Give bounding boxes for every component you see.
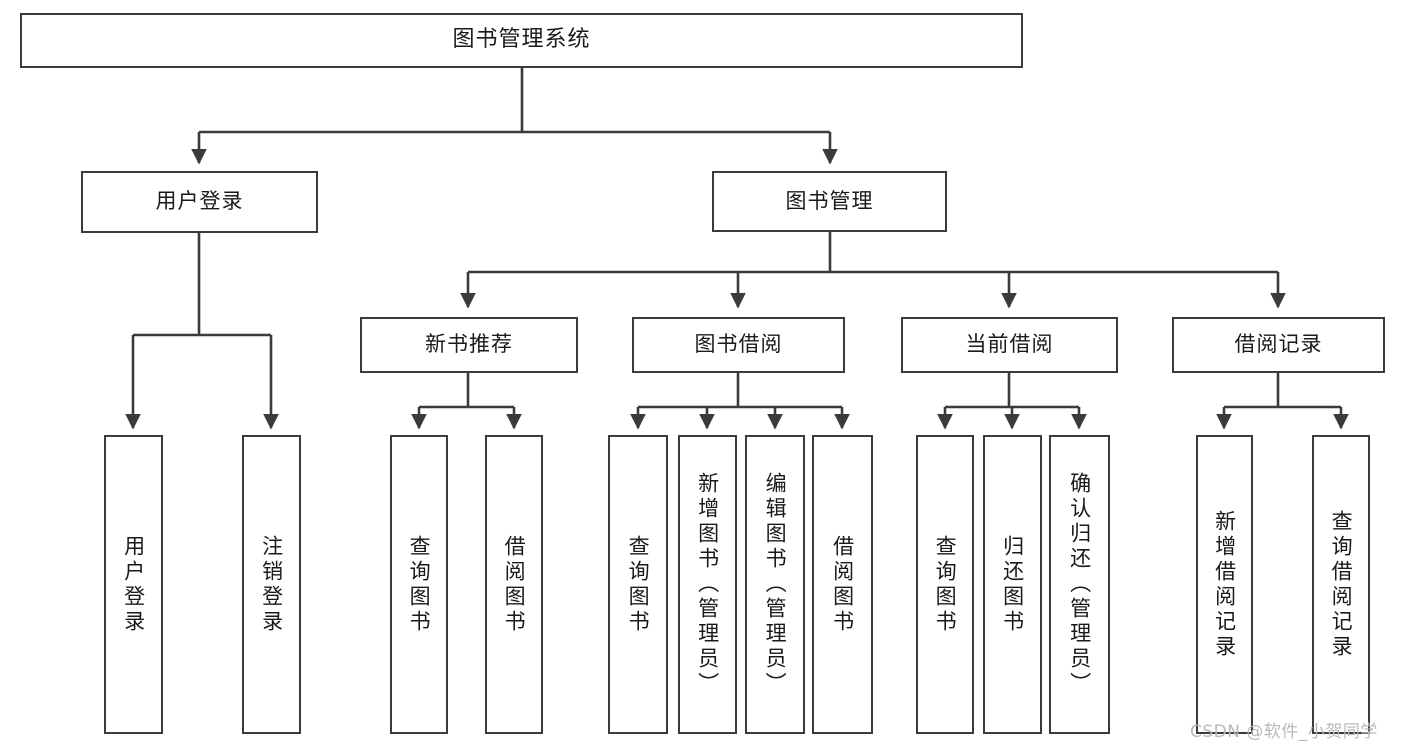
node-root-label: 图书管理系统 bbox=[452, 27, 591, 53]
leaf-current-borrow-3[interactable]: 确认归还（管理员） bbox=[1049, 435, 1110, 734]
node-book-manage[interactable]: 图书管理 bbox=[712, 171, 947, 232]
leaf-book-borrow-4-label: 借阅图书 bbox=[830, 534, 855, 635]
leaf-user-login-2[interactable]: 注销登录 bbox=[242, 435, 301, 734]
node-book-borrow[interactable]: 图书借阅 bbox=[632, 317, 845, 373]
leaf-current-borrow-2-label: 归还图书 bbox=[1000, 534, 1025, 635]
leaf-current-borrow-3-label: 确认归还（管理员） bbox=[1067, 472, 1092, 697]
leaf-book-borrow-2[interactable]: 新增图书（管理员） bbox=[678, 435, 737, 734]
leaf-new-book-2[interactable]: 借阅图书 bbox=[485, 435, 543, 734]
node-current-borrow[interactable]: 当前借阅 bbox=[901, 317, 1118, 373]
leaf-borrow-record-2[interactable]: 查询借阅记录 bbox=[1312, 435, 1370, 734]
node-user-login-label: 用户登录 bbox=[155, 189, 244, 214]
leaf-book-borrow-3-label: 编辑图书（管理员） bbox=[763, 472, 788, 697]
leaf-new-book-1-label: 查询图书 bbox=[407, 534, 432, 635]
leaf-book-borrow-1[interactable]: 查询图书 bbox=[608, 435, 668, 734]
leaf-current-borrow-2[interactable]: 归还图书 bbox=[983, 435, 1042, 734]
leaf-book-borrow-1-label: 查询图书 bbox=[626, 534, 651, 635]
node-current-borrow-label: 当前借阅 bbox=[965, 332, 1054, 357]
leaf-borrow-record-1-label: 新增借阅记录 bbox=[1212, 509, 1237, 660]
node-root[interactable]: 图书管理系统 bbox=[20, 13, 1023, 68]
node-borrow-record-label: 借阅记录 bbox=[1234, 332, 1323, 357]
watermark: CSDN @软件_小贺同学 bbox=[1190, 722, 1378, 742]
node-book-manage-label: 图书管理 bbox=[785, 188, 874, 213]
node-new-book-recommend-label: 新书推荐 bbox=[425, 332, 513, 357]
leaf-current-borrow-1-label: 查询图书 bbox=[933, 534, 958, 635]
node-borrow-record[interactable]: 借阅记录 bbox=[1172, 317, 1385, 373]
leaf-user-login-1[interactable]: 用户登录 bbox=[104, 435, 163, 734]
leaf-new-book-2-label: 借阅图书 bbox=[502, 534, 527, 635]
node-new-book-recommend[interactable]: 新书推荐 bbox=[360, 317, 578, 373]
leaf-user-login-1-label: 用户登录 bbox=[121, 534, 146, 635]
leaf-borrow-record-2-label: 查询借阅记录 bbox=[1329, 509, 1354, 660]
leaf-book-borrow-2-label: 新增图书（管理员） bbox=[695, 472, 720, 697]
node-user-login[interactable]: 用户登录 bbox=[81, 171, 318, 233]
leaf-borrow-record-1[interactable]: 新增借阅记录 bbox=[1196, 435, 1253, 734]
leaf-current-borrow-1[interactable]: 查询图书 bbox=[916, 435, 974, 734]
leaf-user-login-2-label: 注销登录 bbox=[259, 534, 284, 635]
node-book-borrow-label: 图书借阅 bbox=[694, 332, 783, 357]
leaf-book-borrow-4[interactable]: 借阅图书 bbox=[812, 435, 873, 734]
leaf-book-borrow-3[interactable]: 编辑图书（管理员） bbox=[745, 435, 805, 734]
leaf-new-book-1[interactable]: 查询图书 bbox=[390, 435, 448, 734]
